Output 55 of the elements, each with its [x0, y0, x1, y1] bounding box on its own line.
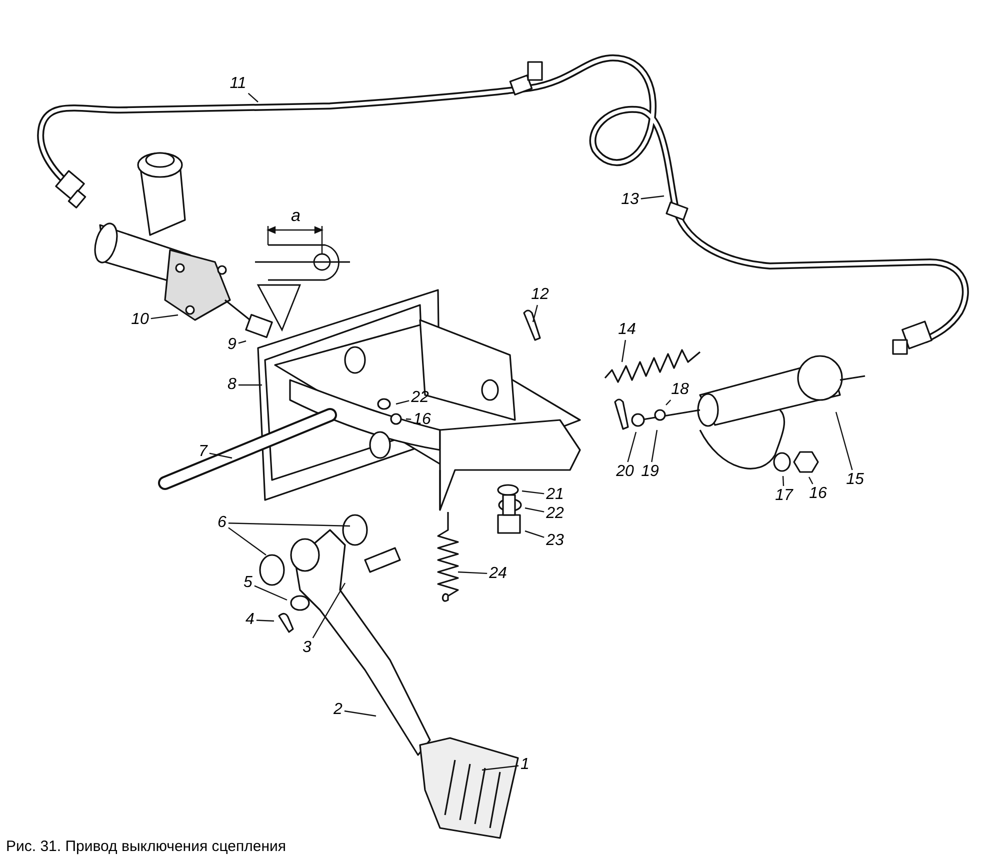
callout-number: 16 — [808, 485, 828, 503]
leader-line — [627, 432, 637, 462]
leader-line — [522, 490, 544, 494]
leader-line — [651, 430, 658, 462]
leader-line — [209, 452, 232, 459]
callout-number: 18 — [670, 381, 690, 399]
callout-number: 11 — [228, 75, 248, 93]
callout-number: 21 — [545, 486, 565, 504]
leader-line — [808, 476, 814, 484]
callout-number: 16 — [412, 411, 432, 429]
callout-number: 15 — [845, 471, 865, 489]
leader-line — [666, 400, 672, 406]
callout-number: 2 — [332, 701, 344, 719]
callout-number: 22 — [410, 389, 430, 407]
leader-line — [532, 304, 538, 322]
callout-number: 24 — [488, 565, 508, 583]
callout-number: 20 — [615, 463, 635, 481]
leader-line — [228, 522, 350, 527]
leader-line — [482, 765, 519, 771]
leader-line — [640, 195, 664, 200]
leader-line — [524, 530, 544, 538]
leader-line — [396, 400, 410, 405]
leader-line — [344, 710, 376, 717]
leader-line — [238, 384, 262, 386]
callout-number: 10 — [130, 311, 150, 329]
leader-line — [621, 340, 626, 362]
callout-number: 17 — [774, 487, 794, 505]
callout-number: 23 — [545, 532, 565, 550]
callout-number: 7 — [198, 443, 208, 461]
callout-number: 22 — [545, 505, 565, 523]
leader-line — [406, 418, 412, 420]
leader-line — [150, 314, 178, 320]
figure-caption: Рис. 31. Привод выключения сцепления — [6, 838, 286, 855]
leader-line — [458, 571, 488, 574]
callout-number: 14 — [617, 321, 637, 339]
callout-number: 8 — [226, 376, 238, 394]
leader-line — [835, 412, 853, 470]
callout-number: 3 — [302, 639, 312, 657]
leader-line — [256, 620, 274, 622]
leader-line — [312, 582, 346, 638]
callout-number: 5 — [242, 574, 254, 592]
callout-number: 13 — [620, 191, 640, 209]
leader-line — [524, 507, 544, 512]
callout-number: 19 — [640, 463, 660, 481]
leader-line — [782, 476, 784, 486]
callout-number: 12 — [530, 286, 550, 304]
callout-number: 6 — [216, 514, 228, 532]
callout-number: 1 — [520, 756, 530, 774]
leader-line — [248, 92, 258, 102]
leader-line — [238, 340, 246, 344]
dimension-label: a — [291, 206, 300, 226]
leader-line — [254, 585, 288, 601]
leader-line — [228, 527, 266, 556]
callout-number: 4 — [244, 611, 256, 629]
callout-number: 9 — [226, 336, 238, 354]
